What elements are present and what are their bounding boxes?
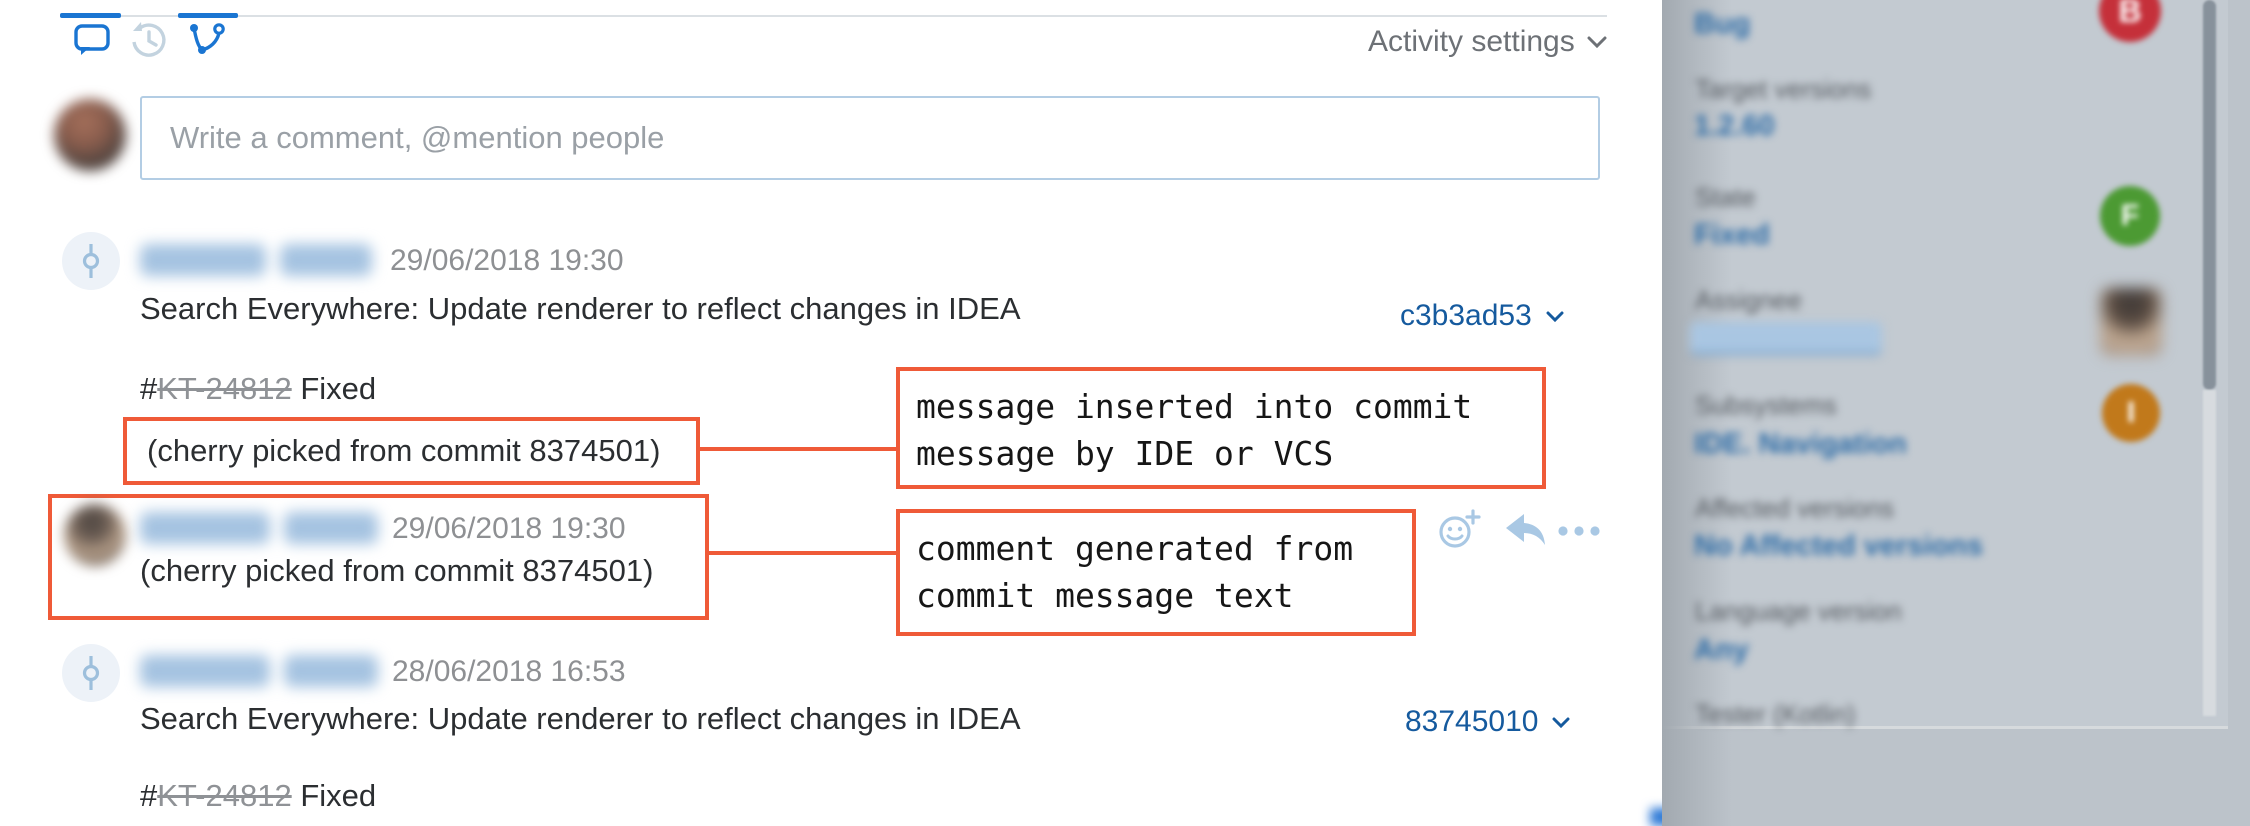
annotation-line: message by IDE or VCS: [916, 434, 1334, 473]
annotation-note-1: message inserted into commit message by …: [896, 367, 1546, 489]
issue-reference: #KT-24812 Fixed: [140, 778, 376, 814]
entry-timestamp: 29/06/2018 19:30: [392, 512, 626, 545]
field-label: Subsystems: [1695, 390, 1837, 420]
field-subsystems-value[interactable]: IDE. Navigation: [1694, 428, 1907, 460]
sidebar-left-shadow: [1662, 0, 1732, 826]
commit-icon: [82, 244, 100, 278]
comment-text: (cherry picked from commit 8374501): [140, 553, 654, 588]
author-name-blurred[interactable]: [140, 244, 372, 276]
issue-fields-panel: [1662, 0, 2228, 729]
badge-letter: B: [2118, 0, 2142, 29]
field-type-value[interactable]: Bug: [1694, 8, 1751, 40]
badge-letter: F: [2120, 199, 2140, 232]
author-name-blurred[interactable]: [140, 512, 378, 544]
comments-tab-active-indicator: [60, 13, 121, 18]
cherry-pick-line: (cherry picked from commit 8374501): [147, 433, 661, 468]
issue-hash-symbol: #: [140, 778, 158, 813]
commit-entry-avatar: [62, 644, 120, 702]
assignee-avatar: [2100, 288, 2162, 356]
entry-timestamp: 28/06/2018 16:53: [392, 655, 626, 688]
field-language-version-value[interactable]: Any: [1694, 634, 1749, 666]
tabbar-divider: [60, 15, 1607, 17]
issue-status: Fixed: [300, 371, 377, 406]
commit-hash: 83745010: [1405, 705, 1539, 738]
commit-icon: [82, 656, 100, 690]
field-target-versions-value[interactable]: 1.2.60: [1694, 110, 1775, 142]
badge-letter: I: [2126, 396, 2136, 429]
issue-fields-sidebar: Bug B Target versions 1.2.60 State Fixed…: [1662, 0, 2250, 826]
chevron-down-icon: [1587, 36, 1607, 48]
field-state-value[interactable]: Fixed: [1694, 219, 1770, 251]
comment-input[interactable]: [140, 96, 1600, 180]
name-blob-part: [140, 244, 267, 276]
commit-hash-dropdown[interactable]: 83745010: [1405, 705, 1570, 739]
chevron-down-icon: [1552, 717, 1570, 728]
vcs-changes-tab[interactable]: [186, 20, 226, 60]
ellipsis-icon: [1558, 526, 1600, 536]
state-badge: F: [2100, 186, 2160, 246]
issue-status: Fixed: [300, 778, 377, 813]
vcs-tab-active-indicator: [178, 13, 238, 18]
commit-message-title: Search Everywhere: Update renderer to re…: [140, 291, 1021, 326]
subsystem-badge: I: [2102, 384, 2160, 442]
cherry-pick-highlight-box: (cherry picked from commit 8374501): [123, 417, 700, 485]
name-blob-part: [283, 655, 378, 687]
annotation-line: message inserted into commit: [916, 387, 1473, 426]
issue-id-link[interactable]: KT-24812: [157, 778, 292, 813]
activity-settings-label: Activity settings: [1368, 25, 1575, 58]
field-label: State: [1695, 182, 1756, 212]
sidebar-scrollbar-track[interactable]: [2203, 390, 2216, 716]
annotation-note-2: comment generated from commit message te…: [896, 509, 1416, 636]
comments-tab[interactable]: [72, 20, 112, 60]
add-reaction-button[interactable]: [1436, 508, 1482, 557]
activity-settings-button[interactable]: Activity settings: [1368, 25, 1607, 59]
annotation-line: commit message text: [916, 576, 1294, 615]
reply-button[interactable]: [1500, 508, 1548, 557]
name-blob-part: [140, 655, 270, 687]
field-label: Assignee: [1695, 285, 1802, 315]
vcs-branch-icon: [190, 23, 225, 54]
more-actions-button[interactable]: [1556, 524, 1604, 543]
annotation-connector-2: [709, 551, 896, 555]
author-name-blurred[interactable]: [140, 655, 378, 687]
name-blob-part: [280, 244, 372, 276]
add-reaction-smiley-icon: [1439, 509, 1481, 548]
issue-reference: #KT-24812 Fixed: [140, 371, 376, 407]
field-label: Affected versions: [1695, 493, 1894, 523]
entry-timestamp: 29/06/2018 19:30: [390, 244, 624, 277]
field-label: Tester (Kotlin): [1695, 699, 1856, 729]
commit-hash-dropdown[interactable]: c3b3ad53: [1400, 299, 1564, 333]
commit-entry-avatar: [62, 232, 120, 290]
assignee-name-blurred[interactable]: [1690, 322, 1882, 355]
comment-icon: [74, 24, 110, 55]
comment-author-avatar: [64, 504, 126, 566]
sidebar-scrollbar-thumb[interactable]: [2203, 0, 2216, 390]
history-icon: [132, 22, 166, 57]
chevron-down-icon: [1546, 311, 1564, 322]
name-blob-part: [283, 512, 378, 544]
annotation-line: comment generated from: [916, 529, 1354, 568]
field-label: Language version: [1695, 596, 1902, 626]
issue-id-link[interactable]: KT-24812: [157, 371, 292, 406]
commit-message-title: Search Everywhere: Update renderer to re…: [140, 701, 1021, 736]
field-affected-versions-value[interactable]: No Affected versions: [1694, 530, 1983, 562]
issue-hash-symbol: #: [140, 371, 158, 406]
commit-hash: c3b3ad53: [1400, 299, 1532, 332]
annotation-connector-1: [700, 447, 896, 451]
current-user-avatar: [54, 99, 126, 171]
name-blob-part: [140, 512, 270, 544]
reply-arrow-icon: [1506, 514, 1545, 545]
field-label: Target versions: [1695, 74, 1872, 104]
comment-highlight-box: [48, 494, 709, 620]
history-tab[interactable]: [128, 20, 168, 60]
